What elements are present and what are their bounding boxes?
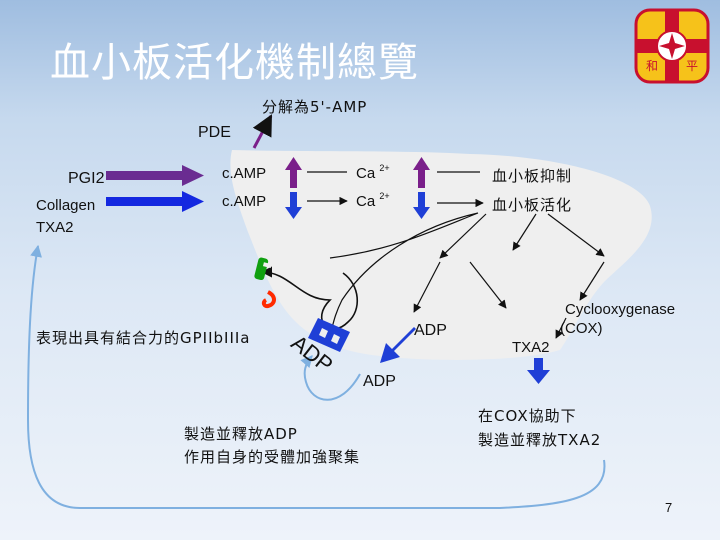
activate-to-mid: [439, 213, 487, 259]
pde-arrow: [252, 114, 273, 149]
cox-help-line2: 製造並釋放TXA2: [478, 431, 602, 449]
txa2-left-label: TXA2: [36, 219, 74, 236]
logo-text-left: 和: [646, 59, 658, 73]
hospital-logo: 和 平: [634, 8, 710, 84]
cox-help-line1: 在COX協助下: [478, 407, 577, 425]
camp-up-arrow: [285, 157, 302, 188]
cox-label-line1: Cyclooxygenase: [565, 301, 676, 318]
logo-text-right: 平: [686, 59, 698, 73]
collagen-label: Collagen: [36, 197, 96, 214]
breakdown-label: 分解為5'-AMP: [262, 98, 368, 116]
txa2-right-label: TXA2: [512, 339, 550, 356]
cox-pathway-txa2: [555, 317, 567, 339]
receptor-green: [254, 257, 272, 281]
cox-label-line2: (COX): [560, 320, 603, 337]
adp-lower-label: ADP: [363, 373, 396, 390]
release-adp-line2: 作用自身的受體加強聚集: [184, 448, 361, 466]
activate-label: 血小板活化: [492, 196, 573, 214]
camp-top-label: c.AMP: [222, 165, 267, 182]
gp-receptor-label: 表現出具有結合力的GPIIbIIIa: [36, 329, 251, 347]
ca-down-arrow: [413, 192, 430, 219]
feedback-adp-loop: [300, 355, 361, 401]
adp-receptor-blue: [308, 318, 350, 352]
activate-to-cox-mid: [512, 213, 537, 251]
slide-title: 血小板活化機制總覽: [50, 40, 419, 86]
pgi2-arrow: [106, 165, 204, 186]
feedback-txa2-loop: [26, 244, 606, 509]
adp-center-label: ADP: [414, 322, 447, 339]
ca-bottom-label: Ca 2+: [356, 191, 390, 210]
release-adp-line1: 製造並釋放ADP: [184, 425, 298, 443]
pde-label: PDE: [198, 124, 231, 141]
adp-release-arrow: [380, 327, 416, 363]
receptor-red: [261, 290, 276, 309]
camp-down-arrow: [285, 192, 302, 219]
txa2-release-arrow: [527, 358, 550, 384]
ca-up-arrow: [413, 157, 430, 188]
activate-to-receptor: [329, 212, 479, 329]
cox-pathway-right: [579, 261, 605, 301]
collagen-arrow: [106, 191, 204, 212]
page-number: 7: [665, 500, 673, 515]
inhibit-label: 血小板抑制: [492, 167, 573, 185]
activate-to-cox: [547, 213, 605, 257]
mid-to-low: [413, 261, 441, 313]
camp-bottom-label: c.AMP: [222, 193, 267, 210]
cox-pathway-left: [469, 261, 507, 309]
pgi2-label: PGI2: [68, 170, 105, 187]
ca-top-label: Ca 2+: [356, 163, 390, 182]
